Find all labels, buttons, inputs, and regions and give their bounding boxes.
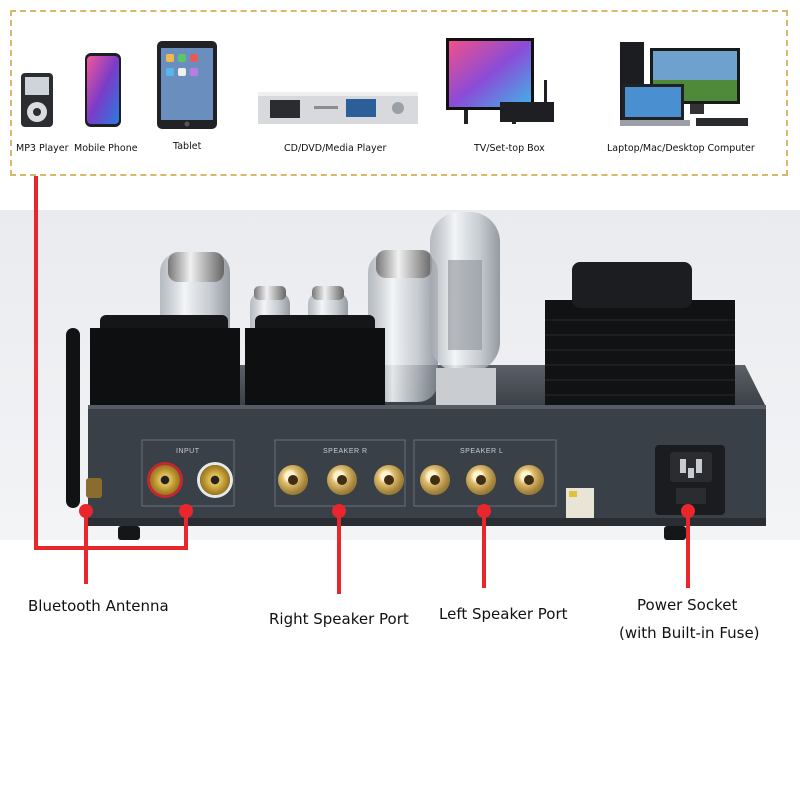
right-speaker-post-2 — [327, 465, 357, 495]
power-marker-dot — [681, 504, 695, 518]
right-speaker-marker-dot — [332, 504, 346, 518]
caption-built-in-fuse: (with Built-in Fuse) — [619, 624, 760, 642]
media-player-icon — [258, 92, 418, 124]
speaker-r-section-label: SPEAKER R — [323, 448, 368, 455]
left-speaker-marker-dot — [477, 504, 491, 518]
left-speaker-post-1 — [420, 465, 450, 495]
tv-icon — [446, 38, 554, 124]
left-speaker-callout-line — [482, 512, 486, 588]
computer-icon — [620, 42, 748, 126]
rca-input-red — [150, 465, 180, 495]
caption-right-speaker-port: Right Speaker Port — [269, 610, 409, 628]
antenna-callout-line — [84, 512, 88, 584]
device-label-phone: Mobile Phone — [74, 143, 138, 154]
input-connector-line-bottom — [34, 546, 188, 550]
right-speaker-post-1 — [278, 465, 308, 495]
antenna-marker-dot — [79, 504, 93, 518]
power-callout-line — [686, 512, 690, 588]
right-speaker-callout-line — [337, 512, 341, 594]
left-speaker-post-3 — [514, 465, 544, 495]
input-connector-line — [34, 176, 38, 550]
tablet-icon — [157, 41, 217, 129]
input-section-label: INPUT — [176, 448, 200, 455]
device-label-media-player: CD/DVD/Media Player — [284, 143, 387, 154]
device-label-tablet: Tablet — [173, 141, 202, 152]
device-label-mp3: MP3 Player — [16, 143, 69, 154]
rca-input-white — [200, 465, 230, 495]
mp3-player-icon — [21, 73, 53, 127]
mobile-phone-icon — [85, 53, 121, 127]
device-label-computer: Laptop/Mac/Desktop Computer — [607, 143, 755, 154]
right-speaker-post-3 — [374, 465, 404, 495]
caption-left-speaker-port: Left Speaker Port — [439, 605, 568, 623]
input-connector-line-right — [184, 512, 188, 550]
input-marker-dot — [179, 504, 193, 518]
caption-power-socket: Power Socket — [637, 596, 738, 614]
tube-amplifier — [66, 212, 766, 540]
speaker-l-section-label: SPEAKER L — [460, 448, 504, 455]
left-speaker-post-2 — [466, 465, 496, 495]
caption-bluetooth-antenna: Bluetooth Antenna — [28, 597, 169, 615]
device-label-tv: TV/Set-top Box — [474, 143, 545, 154]
